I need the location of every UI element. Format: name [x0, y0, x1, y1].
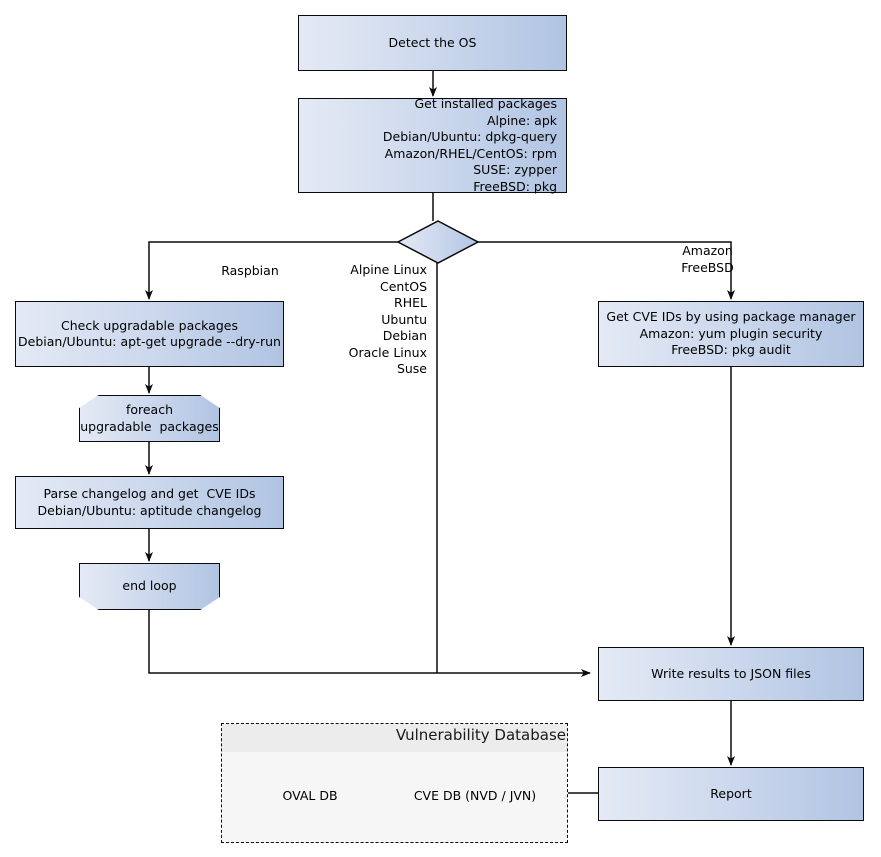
node-write-results-json[interactable]: Write results to JSON files [598, 647, 864, 701]
node-get-cve-ids-package-manager[interactable]: Get CVE IDs by using package manager Ama… [598, 301, 864, 367]
edge-label-amazon-freebsd: Amazon FreeBSD [681, 243, 734, 275]
edge-label-middle-os-list: Alpine Linux CentOS RHEL Ubuntu Debian O… [348, 262, 427, 376]
node-get-installed-packages[interactable]: Get installed packages Alpine: apk Debia… [298, 96, 567, 194]
group-title-band [222, 724, 567, 752]
oval-db-label: OVAL DB [282, 788, 338, 803]
vulnerability-database-title: Vulnerability Database [395, 726, 566, 744]
node-foreach-upgradable-packages[interactable]: foreach upgradable packages [79, 395, 220, 442]
vulnerability-database-group [221, 723, 568, 843]
node-detect-os[interactable]: Detect the OS [298, 15, 567, 71]
node-report[interactable]: Report [598, 767, 864, 821]
edge-label-raspbian: Raspbian [221, 263, 279, 278]
node-check-upgradable-packages[interactable]: Check upgradable packages Debian/Ubuntu:… [15, 301, 284, 367]
os-decision-diamond [396, 220, 480, 264]
cve-db-label: CVE DB (NVD / JVN) [413, 788, 537, 803]
node-parse-changelog[interactable]: Parse changelog and get CVE IDs Debian/U… [15, 476, 284, 529]
node-end-loop[interactable]: end loop [79, 563, 220, 610]
